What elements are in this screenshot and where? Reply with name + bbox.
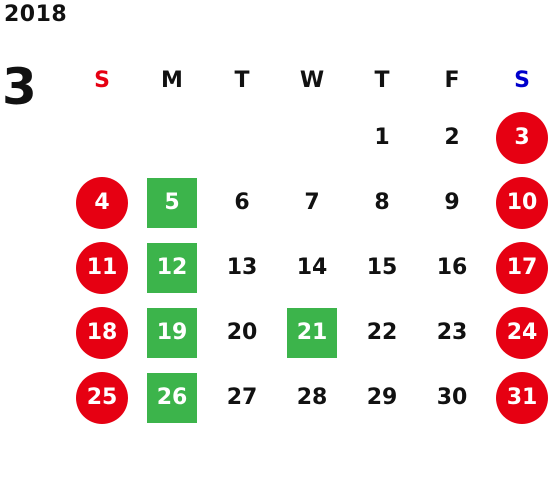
calendar-grid: S M T W T F S 1 2 3 4 5 6 7 8 9 10 11 12… (67, 55, 548, 430)
day-cell[interactable]: 7 (304, 190, 320, 215)
day-cell[interactable]: 6 (234, 190, 250, 215)
day-cell[interactable]: 25 (76, 371, 128, 424)
day-cell[interactable]: 29 (366, 385, 398, 410)
day-cell[interactable]: 3 (496, 111, 548, 164)
day-cell[interactable]: 2 (444, 125, 460, 150)
weekday-header-sunday: S (94, 67, 110, 93)
day-cell[interactable]: 24 (496, 306, 548, 359)
month-label: 3 (2, 58, 37, 116)
day-cell[interactable]: 4 (76, 176, 128, 229)
day-cell[interactable]: 16 (436, 255, 468, 280)
weekday-header-thursday: T (374, 67, 390, 93)
day-cell[interactable]: 19 (147, 307, 197, 358)
weekday-header-monday: M (161, 67, 183, 93)
day-cell[interactable]: 22 (366, 320, 398, 345)
day-cell[interactable]: 1 (374, 125, 390, 150)
day-cell[interactable]: 11 (76, 241, 128, 294)
day-cell[interactable]: 13 (226, 255, 258, 280)
day-cell[interactable]: 28 (296, 385, 328, 410)
day-cell[interactable]: 27 (226, 385, 258, 410)
day-cell[interactable]: 5 (147, 177, 197, 228)
day-cell[interactable]: 23 (436, 320, 468, 345)
year-label: 2018 (4, 2, 68, 27)
day-cell[interactable]: 9 (444, 190, 460, 215)
weekday-header-tuesday: T (234, 67, 250, 93)
weekday-header-friday: F (444, 67, 460, 93)
day-cell[interactable]: 21 (287, 307, 337, 358)
day-cell[interactable]: 8 (374, 190, 390, 215)
day-cell[interactable]: 31 (496, 371, 548, 424)
weekday-header-saturday: S (514, 67, 530, 93)
day-cell[interactable]: 12 (147, 242, 197, 293)
day-cell[interactable]: 17 (496, 241, 548, 294)
day-cell[interactable]: 18 (76, 306, 128, 359)
day-cell[interactable]: 20 (226, 320, 258, 345)
weekday-header-wednesday: W (299, 67, 325, 93)
day-cell[interactable]: 26 (147, 372, 197, 423)
day-cell[interactable]: 30 (436, 385, 468, 410)
day-cell[interactable]: 10 (496, 176, 548, 229)
day-cell[interactable]: 14 (296, 255, 328, 280)
day-cell[interactable]: 15 (366, 255, 398, 280)
